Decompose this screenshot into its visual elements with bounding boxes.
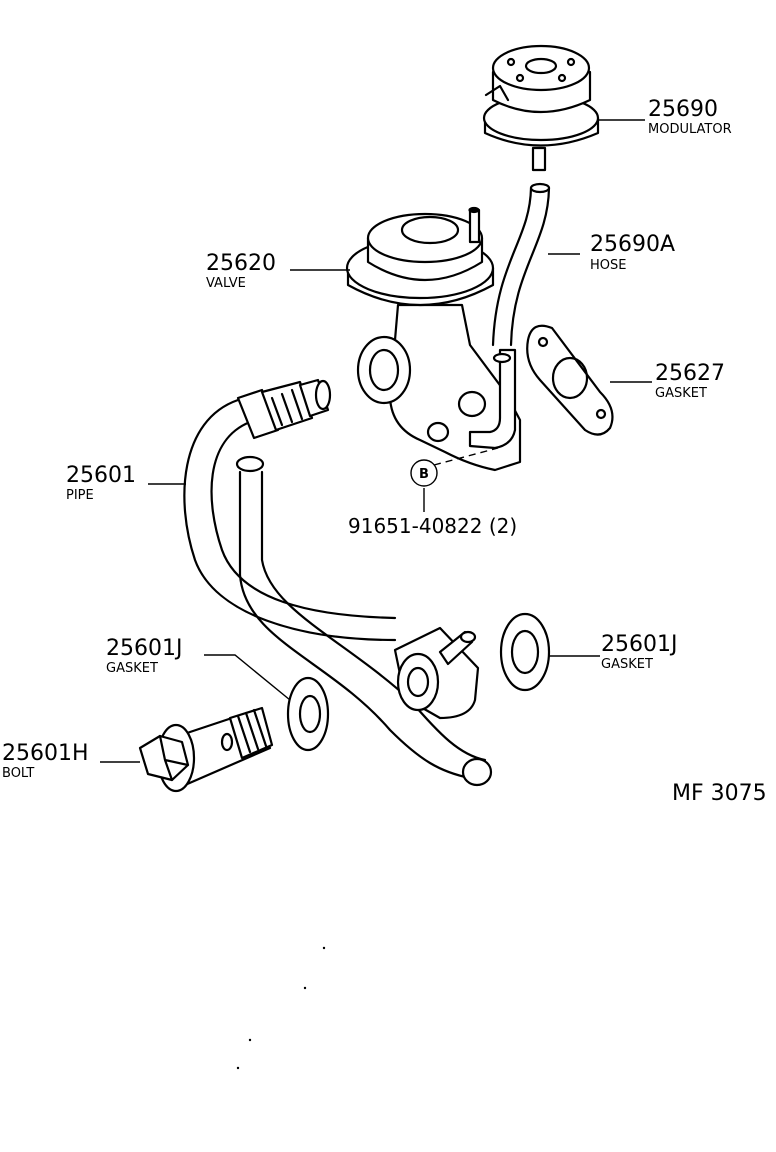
part-name: HOSE: [590, 258, 626, 273]
hose-drawing: [491, 182, 551, 347]
part-number: 25627: [655, 361, 725, 386]
modulator-drawing: [482, 44, 600, 172]
part-name: MODULATOR: [648, 122, 732, 137]
label-union-bolt: 25601H BOLT: [2, 741, 89, 781]
label-gasket-valve: 25627 GASKET: [655, 361, 725, 401]
gasket-valve-drawing: [526, 324, 614, 436]
pipe-flange-drawing: [393, 626, 480, 720]
scan-specks: [236, 946, 326, 1070]
valve-drawing: [345, 206, 522, 472]
label-bolt-b: B 91651-40822 (2): [348, 459, 517, 538]
part-number: 25620: [206, 251, 276, 276]
gasket-right-drawing: [499, 612, 551, 692]
part-name: GASKET: [601, 657, 653, 672]
part-name: GASKET: [655, 386, 707, 401]
gasket-left-drawing: [286, 676, 330, 752]
part-number: 25601: [66, 463, 136, 488]
symbol-circle: [410, 459, 438, 487]
part-name: PIPE: [66, 488, 94, 503]
part-number: 25601H: [2, 741, 89, 766]
symbol-letter: B: [419, 467, 429, 482]
part-number: 25601J: [106, 636, 182, 661]
part-name: VALVE: [206, 276, 246, 291]
part-number: 25690: [648, 97, 718, 122]
diagram-code: MF 3075: [672, 781, 767, 806]
leader-lines: [100, 119, 652, 763]
part-name: BOLT: [2, 766, 34, 781]
part-number: 25690A: [590, 232, 675, 257]
label-gasket-left: 25601J GASKET: [106, 636, 182, 676]
label-modulator: 25690 MODULATOR: [648, 97, 732, 137]
label-pipe: 25601 PIPE: [66, 463, 136, 503]
label-gasket-right: 25601J GASKET: [601, 632, 677, 672]
pipe-drawing: [183, 378, 493, 787]
label-valve: 25620 VALVE: [206, 251, 276, 291]
label-hose: 25690A HOSE: [590, 232, 675, 273]
union-bolt-drawing: [138, 706, 274, 793]
part-name: GASKET: [106, 661, 158, 676]
part-number: 91651-40822 (2): [348, 514, 517, 538]
part-number: 25601J: [601, 632, 677, 657]
